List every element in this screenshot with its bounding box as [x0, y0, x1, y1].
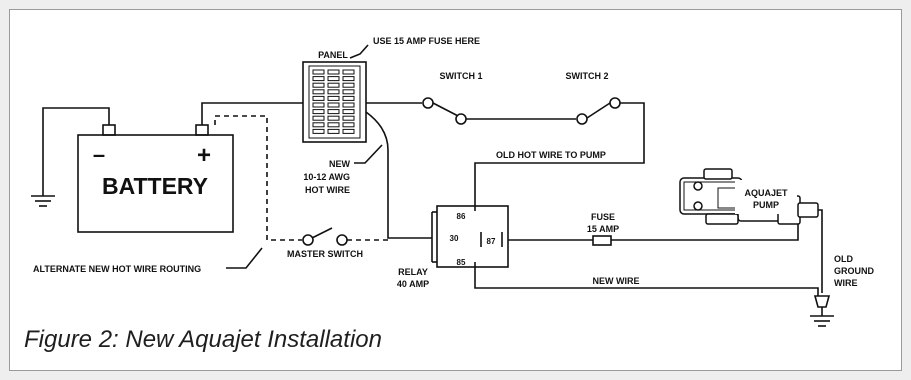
ground-symbol-right [810, 315, 834, 327]
old-hot-wire-label: OLD HOT WIRE TO PUMP [496, 150, 606, 160]
relay-pin-86: 86 [457, 212, 466, 221]
pump-label-line2: PUMP [753, 200, 779, 210]
panel-fuse-slot [312, 115, 325, 121]
fuse-note-leader [349, 44, 369, 59]
new-wire-bottom-label: NEW WIRE [593, 276, 640, 286]
fuse-panel [302, 61, 367, 143]
panel-fuse-slot [312, 89, 325, 95]
fuse-to-pump-wire [611, 224, 799, 241]
relay-label-line1: RELAY [398, 267, 428, 277]
panel-fuse-slot [327, 76, 340, 82]
panel-fuse-slot [342, 69, 355, 75]
panel-fuse-slots [308, 65, 361, 139]
panel-fuse-slot [327, 128, 340, 134]
ground-label-line1: OLD [834, 254, 853, 264]
switch1-label: SWITCH 1 [439, 71, 482, 81]
panel-fuse-slot [342, 128, 355, 134]
fuse-label-line1: FUSE [591, 212, 615, 222]
panel-label: PANEL [318, 50, 348, 60]
battery-plus-sign: + [197, 142, 211, 169]
panel-fuse-slot [312, 76, 325, 82]
panel-fuse-slot [342, 89, 355, 95]
relay [436, 205, 509, 268]
panel-fuse-slot [342, 122, 355, 128]
panel-fuse-slot [327, 109, 340, 115]
relay-pin-87: 87 [487, 237, 496, 246]
alternate-routing-leader [226, 247, 263, 269]
panel-fuse-slot [327, 122, 340, 128]
ground-symbol-left [31, 195, 55, 207]
battery-negative-terminal [102, 124, 116, 136]
panel-fuse-slot [342, 115, 355, 121]
panel-fuse-slot [342, 95, 355, 101]
panel-fuse-slot [312, 109, 325, 115]
relay-pin-85: 85 [457, 258, 466, 267]
new-wire-label-line2: 10-12 AWG [303, 172, 350, 182]
new-wire [474, 262, 819, 296]
master-switch-label: MASTER SWITCH [287, 249, 363, 259]
panel-fuse-slot [312, 69, 325, 75]
panel-fuse-slot [342, 102, 355, 108]
panel-fuse-slot [312, 102, 325, 108]
old-hot-wire [474, 102, 645, 211]
fuse-label-line2: 15 AMP [587, 224, 619, 234]
panel-fuse-slot [312, 82, 325, 88]
new-wire-label-line3: HOT WIRE [305, 185, 350, 195]
new-wire-label-line1: NEW [329, 159, 351, 169]
relay-label-line2: 40 AMP [397, 279, 429, 289]
panel-fuse-slot [342, 76, 355, 82]
figure-caption: Figure 2: New Aquajet Installation [24, 326, 382, 353]
ground-label-line2: GROUND [834, 266, 874, 276]
battery [77, 134, 234, 233]
panel-fuse-slot [312, 95, 325, 101]
pump-label-backdrop [735, 180, 797, 214]
battery-to-panel-wire [201, 102, 303, 125]
panel-fuse-slot [327, 69, 340, 75]
fuse-note-label: USE 15 AMP FUSE HERE [373, 36, 480, 46]
pump-ground-wire [818, 209, 823, 293]
battery-positive-terminal [195, 124, 209, 136]
ground-label-line3: WIRE [834, 278, 858, 288]
panel-fuse-slot [327, 102, 340, 108]
negative-ground-wire [42, 107, 110, 196]
new-hot-wire [365, 111, 432, 239]
relay-pin-30: 30 [450, 234, 459, 243]
alternate-routing-label: ALTERNATE NEW HOT WIRE ROUTING [33, 264, 201, 274]
new-wire-leader [354, 144, 383, 164]
panel-fuse-slot [342, 109, 355, 115]
battery-minus-sign: – [93, 142, 105, 167]
panel-fuse-slot [312, 122, 325, 128]
panel-fuse-slot [327, 95, 340, 101]
panel-fuse-slot [327, 82, 340, 88]
panel-fuse-slot [327, 115, 340, 121]
inline-fuse [592, 235, 612, 246]
panel-fuse-slot [327, 89, 340, 95]
switch2-label: SWITCH 2 [565, 71, 608, 81]
pump-label-line1: AQUAJET [744, 188, 788, 198]
panel-fuse-slot [312, 128, 325, 134]
panel-fuse-slot [342, 82, 355, 88]
battery-label: BATTERY [102, 173, 208, 199]
